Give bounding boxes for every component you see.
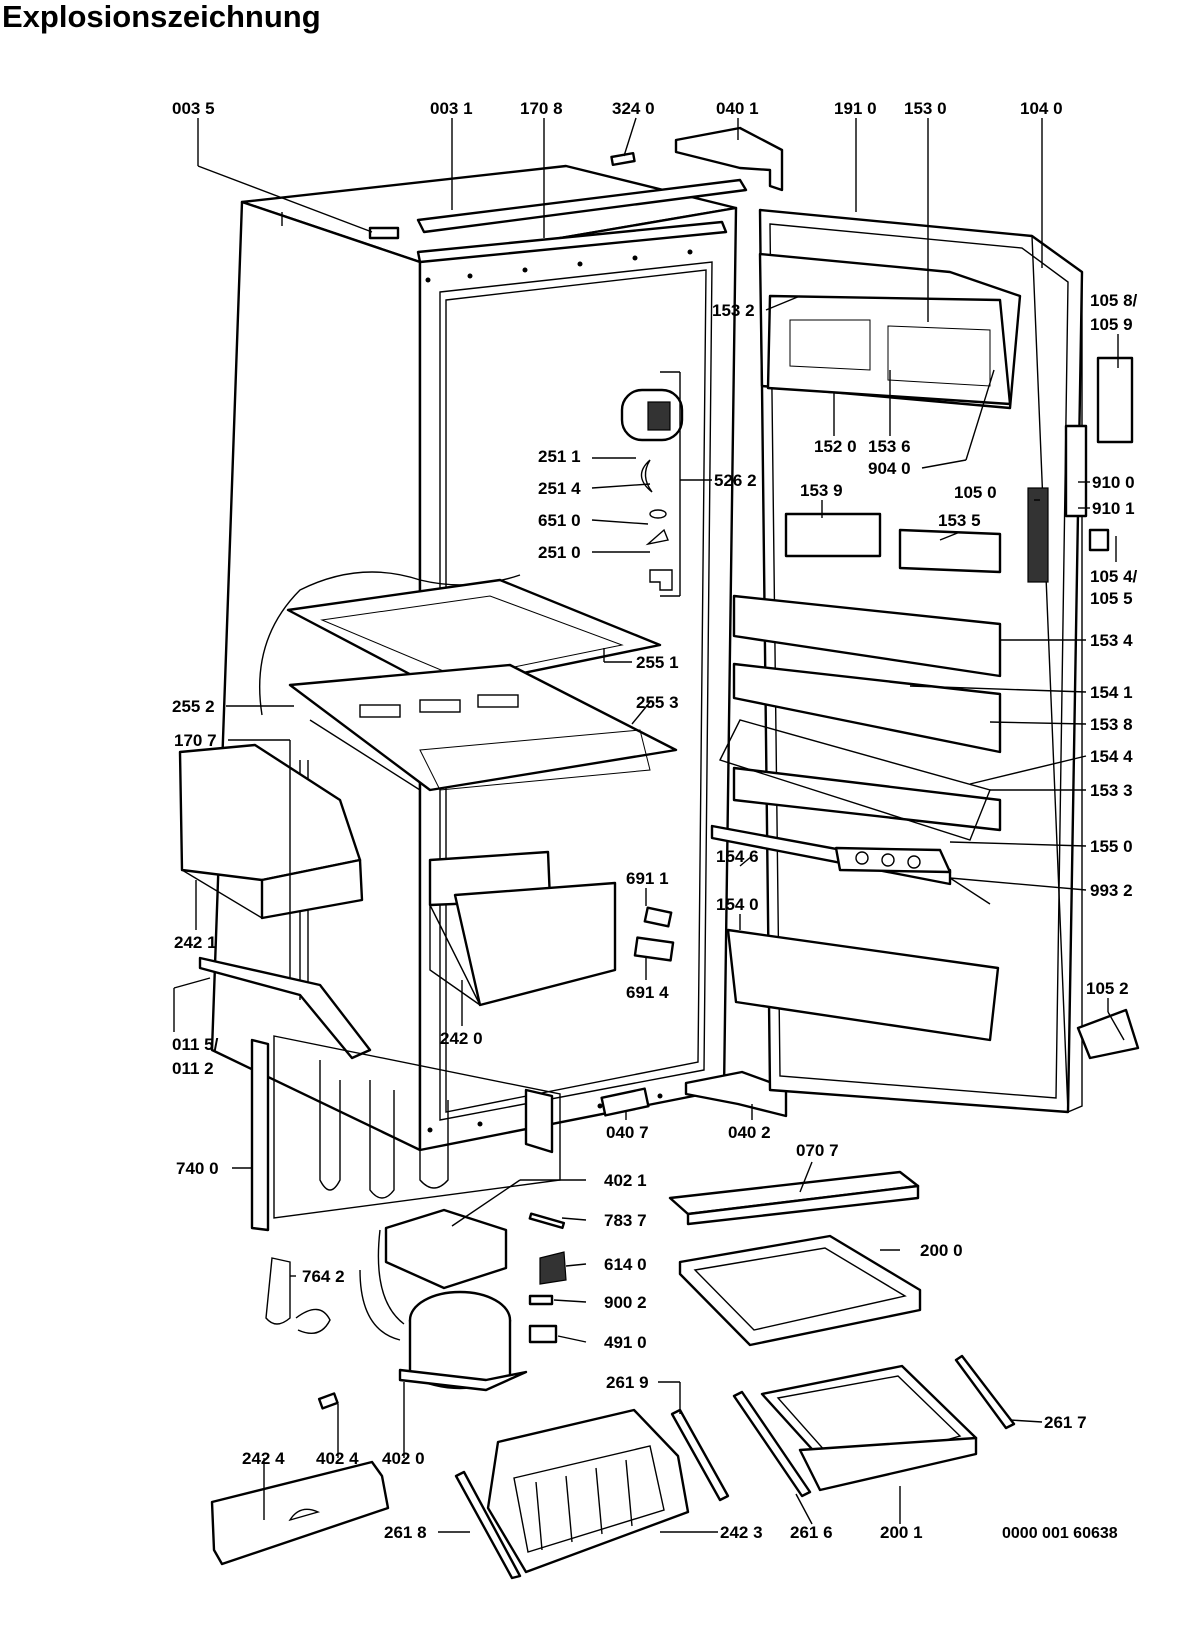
part-label: 153 8 [1090,715,1133,734]
part-label: 251 4 [538,479,581,498]
part-label: 910 1 [1092,499,1135,518]
part-label: 003 1 [430,99,473,118]
part-label: 324 0 [612,99,655,118]
part-label: 154 0 [716,895,759,914]
compressor [398,1290,528,1392]
part-label: 070 7 [796,1141,839,1160]
part-label: 011 2 [172,1059,214,1078]
part-label: 402 0 [382,1449,425,1468]
part-label: 691 4 [626,983,669,1002]
part-label: 261 6 [790,1523,833,1542]
part-label: 242 3 [720,1523,763,1542]
part-label: 491 0 [604,1333,647,1352]
part-label: 255 1 [636,653,679,672]
part-label: 153 4 [1090,631,1133,650]
part-label: 904 0 [868,459,911,478]
part-label: 251 1 [538,447,581,466]
part-label: 993 2 [1090,881,1133,900]
hinge-top [674,126,784,192]
part-label: 105 9 [1090,315,1133,334]
part-label: 783 7 [604,1211,647,1230]
part-label: 170 8 [520,99,563,118]
part-label: 191 0 [834,99,877,118]
part-label: 154 4 [1090,747,1133,766]
part-label: 740 0 [176,1159,219,1178]
part-label: 651 0 [538,511,581,530]
part-label: 261 9 [606,1373,649,1392]
part-label: 154 6 [716,847,759,866]
part-label: 105 5 [1090,589,1133,608]
part-label: 153 2 [712,301,755,320]
part-label: 105 2 [1086,979,1129,998]
part-label: 255 3 [636,693,679,712]
part-label: 040 2 [728,1123,771,1142]
part-label: 242 4 [242,1449,285,1468]
part-label: 900 2 [604,1293,647,1312]
part-label: 153 6 [868,437,911,456]
part-label: 242 0 [440,1029,483,1048]
part-label: 153 0 [904,99,947,118]
part-label: 614 0 [604,1255,647,1274]
part-label: 153 3 [1090,781,1133,800]
wire-shelf [678,1234,922,1347]
part-label: 255 2 [172,697,215,716]
part-label: 105 0 [954,483,997,502]
part-label: 526 2 [714,471,757,490]
part-label: 155 0 [1090,837,1133,856]
storage-box-left [178,743,364,920]
part-label: 040 7 [606,1123,649,1142]
part-label: 200 0 [920,1241,963,1260]
part-label: 153 9 [800,481,843,500]
part-label: 691 1 [626,869,669,888]
drawing-number: 0000 001 60638 [1002,1525,1118,1542]
part-label: 402 4 [316,1449,359,1468]
door-balconies [710,252,1022,1042]
part-label: 105 8/ [1090,291,1138,310]
part-label: 003 5 [172,99,215,118]
hinge-bottom [684,1070,788,1118]
part-label: 170 7 [174,731,217,750]
part-label: 764 2 [302,1267,345,1286]
drawer-cabinet [428,850,617,1007]
part-label: 242 1 [174,933,217,952]
part-label: 104 0 [1020,99,1063,118]
part-label: 154 1 [1090,683,1133,702]
page-title: Explosionszeichnung [2,0,321,34]
part-label: 105 4/ [1090,567,1138,586]
part-label: 153 5 [938,511,981,530]
part-label: 152 0 [814,437,857,456]
part-label: 261 7 [1044,1413,1087,1432]
light-housing [620,388,684,442]
part-label: 040 1 [716,99,759,118]
part-label: 261 8 [384,1523,427,1542]
crisper-tray [760,1364,978,1492]
part-labels: 003 5 003 1 170 8 324 0 040 1 191 0 153 … [172,99,1138,1542]
glass-shelves [259,571,678,820]
part-label: 251 0 [538,543,581,562]
part-label: 402 1 [604,1171,647,1190]
part-label: 200 1 [880,1523,923,1542]
vegetable-drawer [486,1408,690,1574]
part-label: 011 5/ [172,1035,219,1054]
leader-lines [173,117,1125,1533]
part-label: 910 0 [1092,473,1135,492]
